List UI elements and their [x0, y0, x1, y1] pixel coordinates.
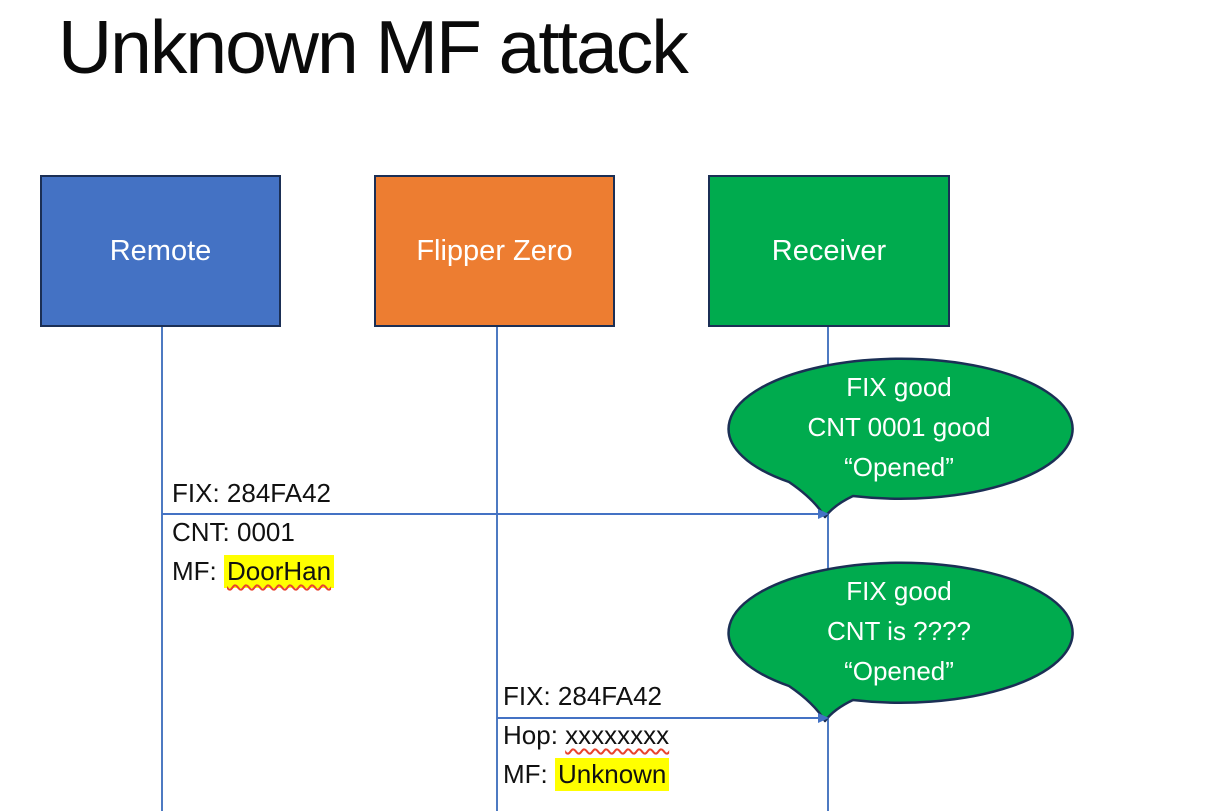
- callout-line: “Opened”: [844, 452, 954, 482]
- lifeline-remote: [161, 327, 163, 811]
- actor-box-flipper-zero: Flipper Zero: [374, 175, 615, 327]
- message-1-line-mf: MF: DoorHan: [172, 552, 335, 591]
- hop-value-squiggle: xxxxxxxx: [565, 720, 670, 750]
- mf-value-highlighted: DoorHan: [224, 555, 335, 588]
- message-1-label: FIX: 284FA42 CNT: 0001 MF: DoorHan: [172, 474, 335, 591]
- callout-line: “Opened”: [844, 656, 954, 686]
- callout-line: CNT 0001 good: [807, 412, 991, 442]
- message-2-label: FIX: 284FA42 Hop: xxxxxxxx MF: Unknown: [503, 677, 670, 794]
- mf-value-highlighted: Unknown: [555, 758, 670, 791]
- message-2-line-fix: FIX: 284FA42: [503, 681, 662, 711]
- callout-line: CNT is ????: [826, 616, 972, 646]
- speech-bubble-shape: [727, 561, 1074, 723]
- hop-prefix: Hop:: [503, 720, 566, 750]
- callout-bubble-1: FIX good CNT 0001 good “Opened”: [721, 356, 1077, 526]
- actor-box-remote: Remote: [40, 175, 281, 327]
- message-arrow-2-arrowhead-icon: [818, 712, 829, 723]
- message-arrow-2-line: [497, 717, 819, 719]
- message-2-line-mf: MF: Unknown: [503, 755, 670, 794]
- actor-label-flipper-zero: Flipper Zero: [416, 234, 573, 267]
- slide-title: Unknown MF attack: [58, 5, 689, 89]
- actor-label-receiver: Receiver: [771, 234, 887, 267]
- callout-bubble-2: FIX good CNT is ???? “Opened”: [721, 560, 1077, 730]
- callout-1-text: FIX good CNT 0001 good “Opened”: [721, 356, 1077, 498]
- actor-box-receiver: Receiver: [708, 175, 950, 327]
- message-arrow-1-arrowhead-icon: [818, 508, 829, 519]
- message-1-line-fix: FIX: 284FA42: [172, 478, 331, 508]
- mf-prefix: MF:: [503, 759, 555, 789]
- callout-line: FIX good: [846, 372, 952, 402]
- lifeline-flipper-zero: [496, 327, 498, 811]
- actor-label-remote: Remote: [109, 234, 212, 267]
- mf-prefix: MF:: [172, 556, 224, 586]
- message-arrow-1-line: [162, 513, 819, 515]
- message-2-line-hop: Hop: xxxxxxxx: [503, 716, 669, 755]
- callout-line: FIX good: [846, 576, 952, 606]
- speech-bubble-shape: [727, 357, 1074, 519]
- callout-2-text: FIX good CNT is ???? “Opened”: [721, 560, 1077, 702]
- message-1-line-cnt: CNT: 0001: [172, 517, 295, 547]
